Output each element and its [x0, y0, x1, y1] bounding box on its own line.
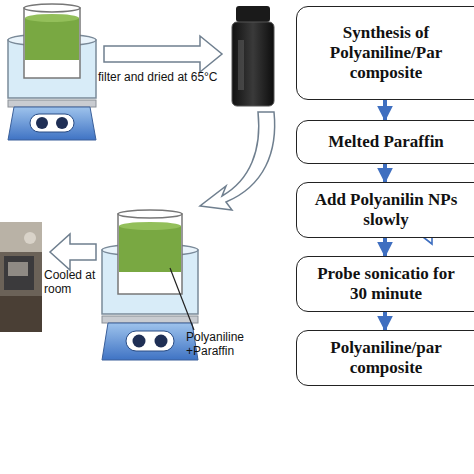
sample-vial: [232, 6, 274, 106]
flow-arrow: [383, 312, 387, 330]
lab-photo: [0, 222, 42, 332]
step-text: Add Polyanilin NPs slowly: [311, 190, 461, 230]
process-arrow: [50, 234, 96, 270]
flow-arrow: [383, 100, 387, 120]
process-arrow: [200, 112, 275, 210]
process-box: Add Polyanilin NPs slowly: [296, 182, 474, 238]
flow-arrow: [383, 238, 387, 256]
step-text: Melted Paraffin: [311, 132, 461, 152]
leader-line: [170, 268, 194, 330]
process-box: Melted Paraffin: [296, 120, 474, 164]
beaker-stirrer-top: [8, 4, 96, 140]
annotation-label: filter and dried at 65°C: [98, 70, 238, 84]
beaker-stirrer-bottom: [102, 210, 198, 360]
process-box: Probe sonicatio for 30 minute: [296, 256, 474, 312]
process-arrow: [104, 36, 222, 72]
annotation-label: Polyaniline +Paraffin: [186, 330, 276, 358]
process-box: Polyaniline/par composite: [296, 330, 474, 386]
process-box: Synthesis of Polyaniline/Par composite: [296, 6, 474, 100]
step-text: Synthesis of Polyaniline/Par composite: [311, 23, 461, 83]
step-text: Probe sonicatio for 30 minute: [311, 264, 461, 304]
flow-arrow: [383, 164, 387, 182]
step-text: Polyaniline/par composite: [311, 338, 461, 378]
annotation-label: Cooled at room: [44, 268, 104, 296]
